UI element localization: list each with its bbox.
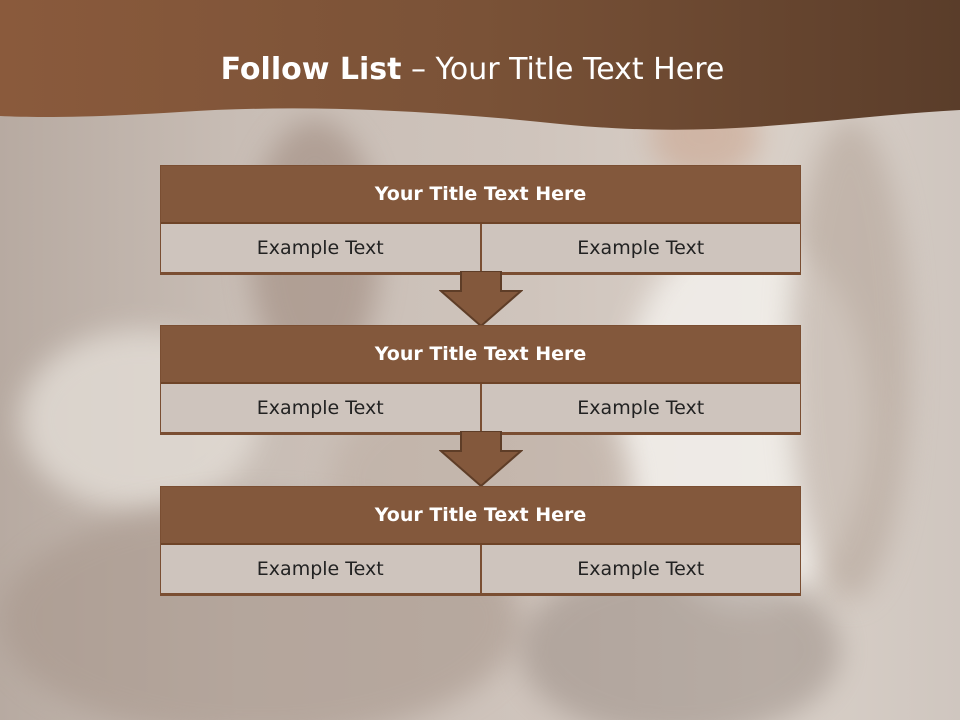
down-arrow-icon <box>439 431 523 487</box>
step-body: Example Text Example Text <box>161 224 800 272</box>
title-rest: – Your Title Text Here <box>401 52 725 87</box>
step-title: Your Title Text Here <box>161 326 800 384</box>
step-body: Example Text Example Text <box>161 384 800 432</box>
step-text-left: Example Text <box>256 237 384 259</box>
step-title: Your Title Text Here <box>161 487 800 545</box>
step-text-left: Example Text <box>256 558 384 580</box>
step-box-1: Your Title Text Here Example Text Exampl… <box>160 165 801 275</box>
down-arrow-icon <box>439 271 523 327</box>
step-box-3: Your Title Text Here Example Text Exampl… <box>160 486 801 596</box>
step-title: Your Title Text Here <box>161 166 800 224</box>
header-banner: Follow List – Your Title Text Here <box>0 0 960 140</box>
step-box-2: Your Title Text Here Example Text Exampl… <box>160 325 801 435</box>
step-body: Example Text Example Text <box>161 545 800 593</box>
step-text-right: Example Text <box>479 224 801 272</box>
step-text-right: Example Text <box>479 384 801 432</box>
step-text-right: Example Text <box>479 545 801 593</box>
title-bold: Follow List <box>220 52 402 87</box>
step-text-left: Example Text <box>256 397 384 419</box>
page-title: Follow List – Your Title Text Here <box>0 52 945 87</box>
